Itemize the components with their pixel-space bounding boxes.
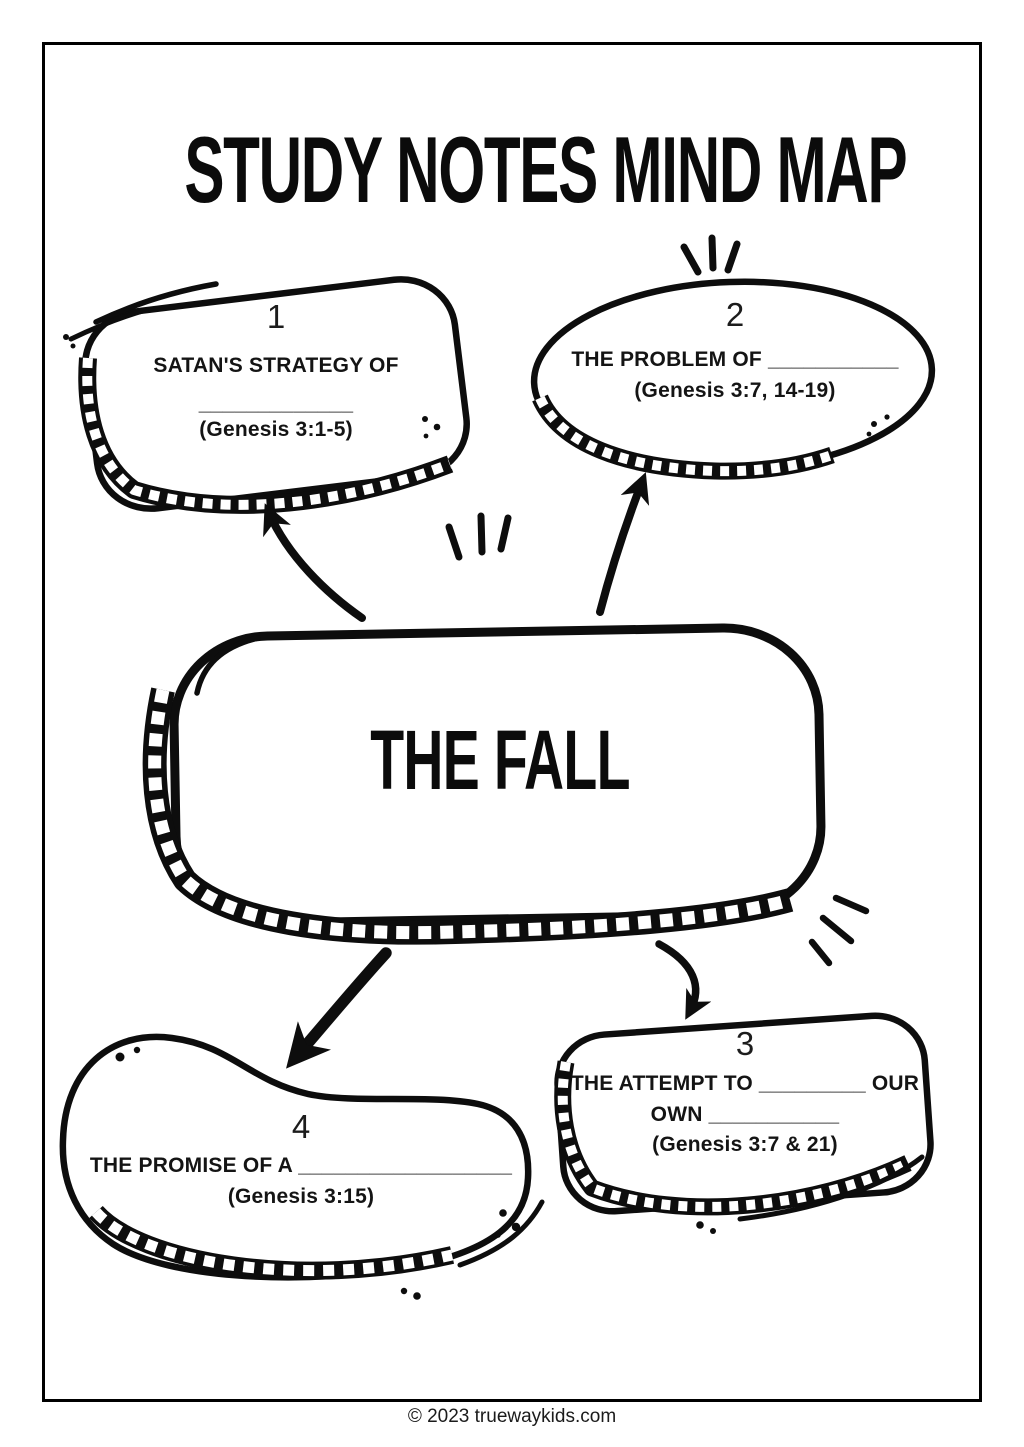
page-border bbox=[42, 42, 982, 1402]
arrow-to-node-1 bbox=[263, 503, 366, 622]
page-title: STUDY NOTES MIND MAP bbox=[184, 116, 907, 222]
node-2-reference: (Genesis 3:7, 14-19) bbox=[634, 378, 836, 402]
node-4-heading: THE PROMISE OF A __________________ bbox=[89, 1154, 513, 1178]
center-node-label: THE FALL bbox=[370, 713, 630, 807]
node-3-reference: (Genesis 3:7 & 21) bbox=[652, 1133, 838, 1157]
sparkle-marks-below-center bbox=[808, 894, 870, 967]
arrow-to-node-2 bbox=[596, 472, 650, 616]
node-3-label: 3 THE ATTEMPT TO _________ OUR OWN _____… bbox=[562, 1025, 928, 1161]
node-1-heading: SATAN'S STRATEGY OF bbox=[153, 354, 399, 378]
node-1-number: 1 bbox=[266, 298, 286, 335]
node-2-bubble-shape bbox=[530, 278, 936, 480]
node-4-number: 4 bbox=[291, 1108, 311, 1145]
center-bubble-shape bbox=[142, 623, 826, 945]
node-3-heading: THE ATTEMPT TO _________ OUR bbox=[570, 1072, 920, 1096]
node-4-bubble-shape bbox=[59, 1033, 545, 1300]
node-1-bubble-shape bbox=[63, 276, 470, 514]
node-1-reference: (Genesis 3:1-5) bbox=[199, 417, 353, 441]
arrow-to-node-3 bbox=[655, 940, 712, 1020]
arrow-to-node-4 bbox=[286, 947, 392, 1069]
sparkle-marks-above-center bbox=[445, 512, 512, 561]
node-4-label: 4 THE PROMISE OF A __________________ (G… bbox=[75, 1108, 527, 1212]
node-3-number: 3 bbox=[735, 1025, 755, 1062]
node-3-bubble-shape bbox=[554, 1012, 934, 1234]
node-2-number: 2 bbox=[725, 296, 745, 333]
node-1-label: 1 SATAN'S STRATEGY OF _____________ (Gen… bbox=[92, 298, 460, 445]
copyright-footer: © 2023 truewaykids.com bbox=[407, 1406, 617, 1427]
node-2-heading: THE PROBLEM OF ___________ bbox=[571, 348, 899, 372]
node-4-reference: (Genesis 3:15) bbox=[227, 1184, 375, 1208]
node-2-label: 2 THE PROBLEM OF ___________ (Genesis 3:… bbox=[545, 296, 925, 406]
sparkle-marks-above-node-2 bbox=[680, 234, 741, 276]
node-3-heading-2: OWN ___________ bbox=[650, 1102, 840, 1126]
node-1-blank-line: _____________ bbox=[198, 391, 354, 415]
